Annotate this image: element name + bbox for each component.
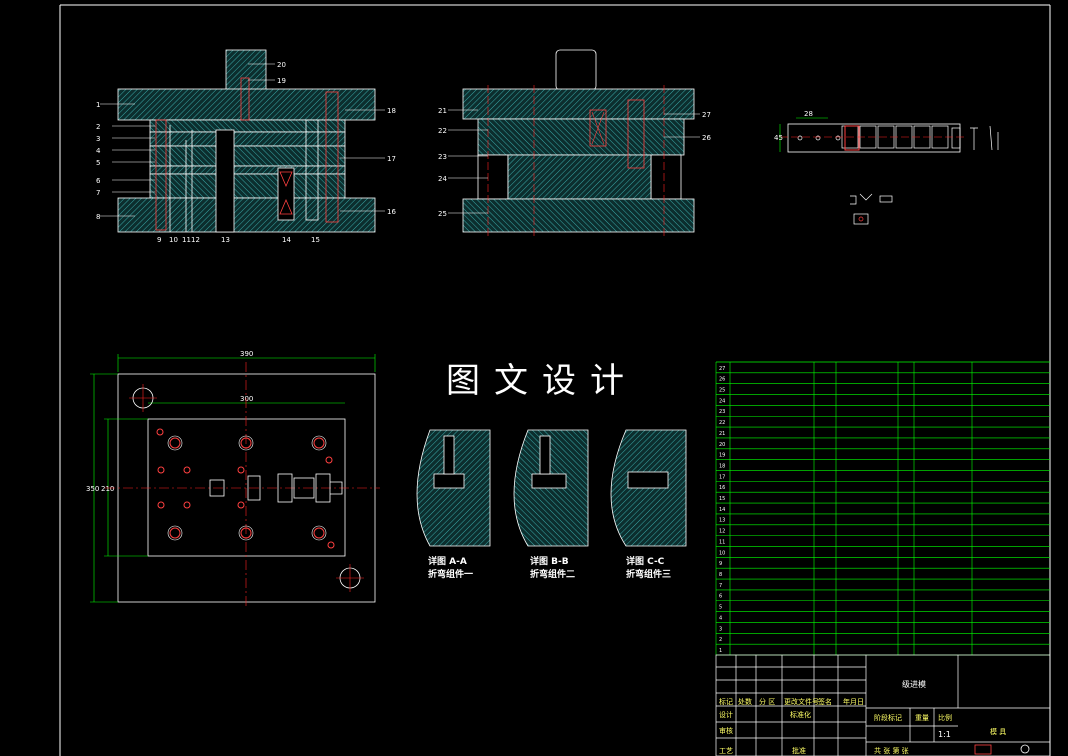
strip-layout-view: 28 45 xyxy=(774,110,999,225)
front-label-5: 5 xyxy=(96,159,100,167)
front-section-view: 1 2 3 4 5 6 7 8 20 19 18 17 16 9 10 11 1… xyxy=(96,49,396,244)
title-block-standardize: 标准化 xyxy=(790,710,811,719)
drawing-frame xyxy=(59,4,1051,756)
detail-subtitle-c: 折弯组件三 xyxy=(626,568,671,580)
title-block-projection-symbol xyxy=(1020,744,1030,754)
title-block-row-design: 设计 xyxy=(719,710,733,719)
bom-row-number: 24 xyxy=(719,398,725,404)
side-label-26: 26 xyxy=(702,134,711,142)
title-block-sheet-text: 共 张 第 张 xyxy=(874,746,909,755)
side-label-23: 23 xyxy=(438,153,447,161)
front-label-18: 18 xyxy=(387,107,396,115)
detail-subtitle-a: 折弯组件一 xyxy=(428,568,473,580)
title-block-weight-label: 重量 xyxy=(915,714,929,722)
front-label-17: 17 xyxy=(387,155,396,163)
bom-row-number: 6 xyxy=(719,594,722,600)
bom-row-number: 19 xyxy=(719,453,725,459)
bom-row-number: 7 xyxy=(719,583,722,589)
front-label-13: 13 xyxy=(221,236,230,244)
title-block-approve: 批准 xyxy=(792,746,806,755)
side-label-27: 27 xyxy=(702,111,711,119)
front-label-2: 2 xyxy=(96,123,100,131)
front-label-4: 4 xyxy=(96,147,101,155)
detail-title-c: 详图 C-C xyxy=(626,555,665,567)
title-block-row-review: 审核 xyxy=(719,726,733,735)
front-label-12: 12 xyxy=(191,236,200,244)
plan-dim-inner-height: 210 xyxy=(101,485,114,493)
title-block-header-zone: 分 区 xyxy=(759,697,775,706)
title-block-part-name: 模 具 xyxy=(990,727,1006,736)
strip-dim-left: 45 xyxy=(774,134,783,142)
front-label-3: 3 xyxy=(96,135,100,143)
front-label-7: 7 xyxy=(96,189,100,197)
front-label-20: 20 xyxy=(277,61,286,69)
bom-row-number: 20 xyxy=(719,442,725,448)
front-label-14: 14 xyxy=(282,236,291,244)
front-label-19: 19 xyxy=(277,77,286,85)
detail-title-b: 详图 B-B xyxy=(530,555,569,567)
detail-views: 详图 A-A 折弯组件一 详图 B-B 折弯组件二 详图 C-C 折弯组件三 xyxy=(416,429,687,580)
side-label-21: 21 xyxy=(438,107,447,115)
front-label-1: 1 xyxy=(96,101,100,109)
bom-row-number: 4 xyxy=(719,615,722,621)
title-block-drawing-name: 级进模 xyxy=(902,679,926,689)
bom-row-number: 13 xyxy=(719,518,725,524)
front-label-11: 11 xyxy=(182,236,191,244)
title-block-header-change: 更改文件号 xyxy=(784,697,819,706)
bom-row-number: 3 xyxy=(719,626,722,632)
plan-dim-inner-width: 300 xyxy=(240,395,253,403)
bom-row-number: 9 xyxy=(719,561,722,567)
side-label-25: 25 xyxy=(438,210,447,218)
bom-row-number: 23 xyxy=(719,409,725,415)
front-label-9: 9 xyxy=(157,236,161,244)
bom-table: 2726252423222120191817161514131211109876… xyxy=(715,361,1050,656)
front-label-10: 10 xyxy=(169,236,178,244)
bom-row-number: 11 xyxy=(719,539,725,545)
title-block-header-mark: 标记 xyxy=(719,697,733,706)
detail-title-a: 详图 A-A xyxy=(428,555,467,567)
front-label-6: 6 xyxy=(96,177,101,185)
title-block-stage-label: 阶段标记 xyxy=(874,713,902,722)
front-label-15: 15 xyxy=(311,236,320,244)
bom-row-number: 21 xyxy=(719,431,725,437)
bom-row-number: 22 xyxy=(719,420,725,426)
plan-dim-outer-width: 390 xyxy=(240,350,253,358)
watermark-text: 图文设计 xyxy=(446,361,638,401)
side-label-24: 24 xyxy=(438,175,447,183)
front-label-16: 16 xyxy=(387,208,396,216)
front-label-8: 8 xyxy=(96,213,100,221)
plan-view: 390 300 350 210 xyxy=(86,350,380,608)
bom-row-number: 16 xyxy=(719,485,725,491)
detail-subtitle-b: 折弯组件二 xyxy=(530,568,575,580)
strip-dim-pitch: 28 xyxy=(804,110,813,118)
side-section-view: 21 22 23 24 25 27 26 xyxy=(438,49,711,236)
title-block-scale-label: 比例 xyxy=(938,713,952,722)
side-label-22: 22 xyxy=(438,127,447,135)
bom-row-number: 1 xyxy=(719,648,722,654)
bom-row-number: 26 xyxy=(719,377,725,383)
title-block: 级进模 标记 处数 分 区 更改文件号 签名 年月日 设计 审核 工艺 标准化 … xyxy=(715,654,1051,756)
plan-dim-outer-height: 350 xyxy=(86,485,99,493)
bom-row-number: 5 xyxy=(719,605,722,611)
bom-row-number: 18 xyxy=(719,463,725,469)
bom-row-number: 25 xyxy=(719,388,725,394)
title-block-logo xyxy=(974,744,992,755)
bom-row-number: 8 xyxy=(719,572,722,578)
title-block-header-date: 年月日 xyxy=(843,697,864,706)
bom-row-number: 27 xyxy=(719,366,725,372)
title-block-header-sign: 签名 xyxy=(818,697,832,706)
bom-row-number: 15 xyxy=(719,496,725,502)
bom-row-number: 12 xyxy=(719,529,725,535)
title-block-row-process: 工艺 xyxy=(719,747,733,755)
title-block-header-count: 处数 xyxy=(738,697,752,706)
bom-row-number: 2 xyxy=(719,637,722,643)
bom-row-number: 10 xyxy=(719,550,725,556)
bom-row-number: 17 xyxy=(719,474,725,480)
bom-row-number: 14 xyxy=(719,507,725,513)
title-block-scale-value: 1:1 xyxy=(938,730,951,739)
